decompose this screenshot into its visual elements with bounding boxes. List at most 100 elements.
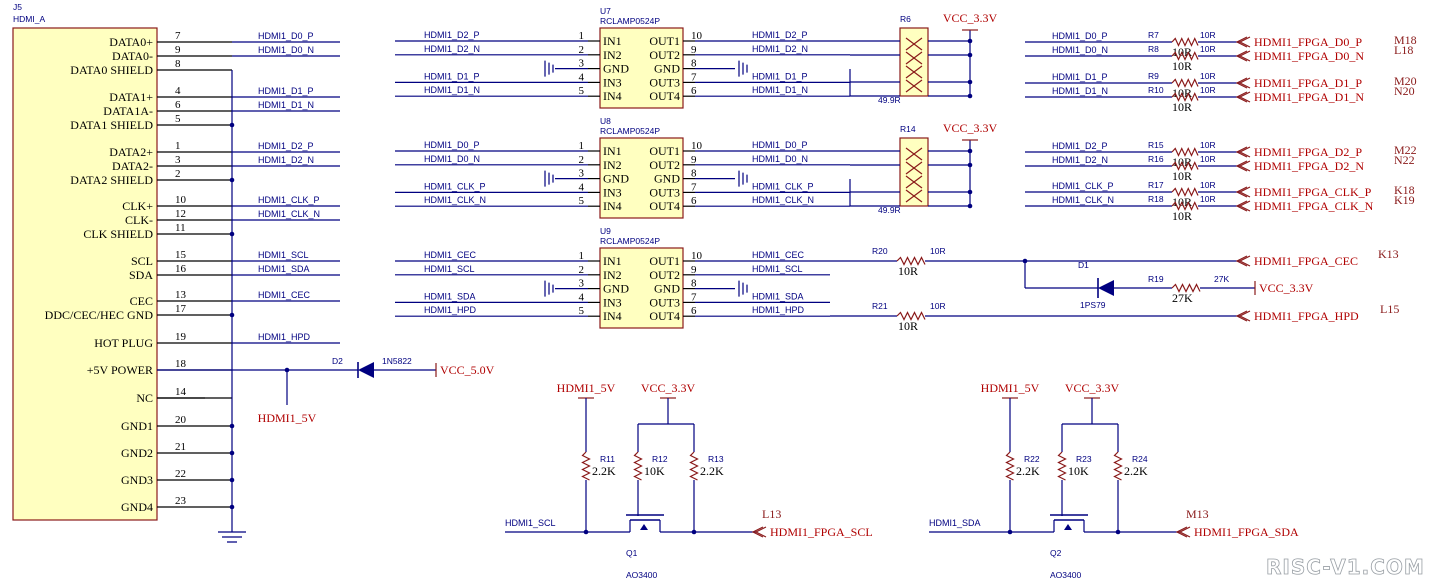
esd-pin-number: 5 <box>579 305 585 317</box>
connector-pin-number: 15 <box>175 249 187 261</box>
resnet-power-label: VCC_3.3V <box>943 121 998 135</box>
junction-dot <box>229 231 235 237</box>
net-label: HDMI1_SDA <box>929 518 981 528</box>
esd-pin-number: 10 <box>691 140 703 152</box>
resistor-zigzag <box>581 451 591 481</box>
resistor-ref: R20 <box>872 246 888 256</box>
connector-pin-name: DATA2+ <box>109 145 153 159</box>
esd-pin-name: OUT4 <box>649 89 680 103</box>
esd-pin-number: 2 <box>579 154 585 166</box>
esd-pin-number: 10 <box>691 250 703 262</box>
power-output-label: VCC_5.0V <box>440 363 495 377</box>
resistor-ref: R13 <box>708 454 724 464</box>
net-label: HDMI1_D2_N <box>424 44 480 54</box>
esd-pin-number: 6 <box>691 195 697 207</box>
esd-pin-number: 5 <box>579 85 585 97</box>
esd-pin-name: IN3 <box>603 295 622 309</box>
esd-pin-number: 3 <box>579 278 585 290</box>
net-label: HDMI1_SCL <box>424 264 475 274</box>
net-label: HDMI1_D2_P <box>752 30 808 40</box>
net-label: HDMI1_D0_P <box>1052 31 1108 41</box>
resistor-zigzag <box>1171 147 1199 157</box>
net-label: HDMI1_CLK_P <box>424 181 486 191</box>
esd-pin-name: GND <box>603 62 629 76</box>
fpga-pin-label: L15 <box>1380 302 1399 316</box>
net-label: HDMI1_CEC <box>752 250 805 260</box>
esd-pin-number: 5 <box>579 195 585 207</box>
fpga-port-label: HDMI1_FPGA_CLK_P <box>1254 185 1372 199</box>
esd-pin-number: 1 <box>579 30 585 42</box>
resistor-value: 10R <box>1200 154 1216 164</box>
connector-pin-number: 17 <box>175 303 187 315</box>
net-label: HDMI1_D1_P <box>424 71 480 81</box>
fpga-port-label: HDMI1_FPGA_SDA <box>1194 525 1299 539</box>
esd-pin-name: OUT4 <box>649 309 680 323</box>
esd-pin-number: 8 <box>691 58 697 70</box>
resistor-ref: R21 <box>872 301 888 311</box>
resistor-value: 10K <box>644 464 665 478</box>
resistor-value: 10R <box>1200 30 1216 40</box>
connector-pin-number: 7 <box>175 30 181 42</box>
transistor-value: AO3400 <box>626 570 657 580</box>
port-arrow-icon <box>1235 77 1251 89</box>
resistor-ref: R12 <box>652 454 668 464</box>
fpga-pin-label: M20 <box>1394 74 1417 88</box>
connector-pin-name: HOT PLUG <box>94 336 153 350</box>
net-label: HDMI1_SDA <box>752 291 804 301</box>
fpga-port-label: HDMI1_FPGA_D0_P <box>1254 35 1362 49</box>
port-arrow-icon <box>751 526 767 538</box>
esd-pin-number: 6 <box>691 85 697 97</box>
connector-pin-number: 12 <box>175 208 186 220</box>
resistor-zigzag <box>1005 451 1015 481</box>
esd-chip-ref: U7 <box>600 6 611 16</box>
esd-chip-body <box>599 247 684 329</box>
resistor-value: 10R <box>1200 44 1216 54</box>
esd-chip-value: RCLAMP0524P <box>600 16 660 26</box>
esd-pin-name: GND <box>654 282 680 296</box>
resistor-body-label: 10R <box>898 264 918 278</box>
mosfet-arrow-icon <box>640 524 648 530</box>
diode-ref: D2 <box>332 356 343 366</box>
net-label: HDMI1_CLK_P <box>258 195 320 205</box>
esd-pin-name: IN1 <box>603 254 622 268</box>
resistor-ref: R16 <box>1148 154 1164 164</box>
net-label: HDMI1_D1_N <box>1052 86 1108 96</box>
esd-pin-name: IN1 <box>603 34 622 48</box>
resnet-element <box>905 65 923 79</box>
net-label: HDMI1_D2_P <box>424 30 480 40</box>
fpga-pin-label: L18 <box>1394 43 1413 57</box>
ground-symbol-icon <box>544 60 554 77</box>
resnet-ref: R6 <box>900 14 911 24</box>
esd-pin-name: OUT1 <box>649 254 680 268</box>
esd-pin-number: 2 <box>579 264 585 276</box>
power-net-label: VCC_3.3V <box>1065 381 1120 395</box>
resnet-value: 49.9R <box>878 95 901 105</box>
resistor-ref: R23 <box>1076 454 1092 464</box>
fpga-port-label: HDMI1_FPGA_D1_P <box>1254 76 1362 90</box>
ground-symbol-icon <box>218 531 246 543</box>
resistor-zigzag <box>1113 451 1123 481</box>
connector-pin-name: SDA <box>129 268 153 282</box>
fpga-port-label: HDMI1_FPGA_D2_P <box>1254 145 1362 159</box>
connector-pin-number: 11 <box>175 222 186 234</box>
esd-pin-number: 2 <box>579 44 585 56</box>
diode-value: 1N5822 <box>382 356 412 366</box>
fpga-pin-label: M18 <box>1394 33 1417 47</box>
esd-pin-name: OUT2 <box>649 158 680 172</box>
connector-pin-number: 8 <box>175 58 181 70</box>
connector-pin-number: 19 <box>175 331 187 343</box>
net-label: HDMI1_D2_P <box>1052 141 1108 151</box>
resistor-ref: R11 <box>600 454 615 464</box>
connector-pin-number: 16 <box>175 263 187 275</box>
power-net-label: HDMI1_5V <box>981 381 1040 395</box>
resistor-ref: R10 <box>1148 85 1164 95</box>
diode-icon <box>358 362 374 378</box>
fpga-port-label: HDMI1_FPGA_CLK_N <box>1254 199 1374 213</box>
esd-pin-number: 3 <box>579 168 585 180</box>
connector-pin-number: 3 <box>175 154 181 166</box>
esd-pin-number: 4 <box>579 71 585 83</box>
ground-symbol-icon <box>544 170 554 187</box>
esd-pin-number: 8 <box>691 168 697 180</box>
port-arrow-icon <box>1235 200 1251 212</box>
fpga-port-label: HDMI1_FPGA_SCL <box>770 525 873 539</box>
